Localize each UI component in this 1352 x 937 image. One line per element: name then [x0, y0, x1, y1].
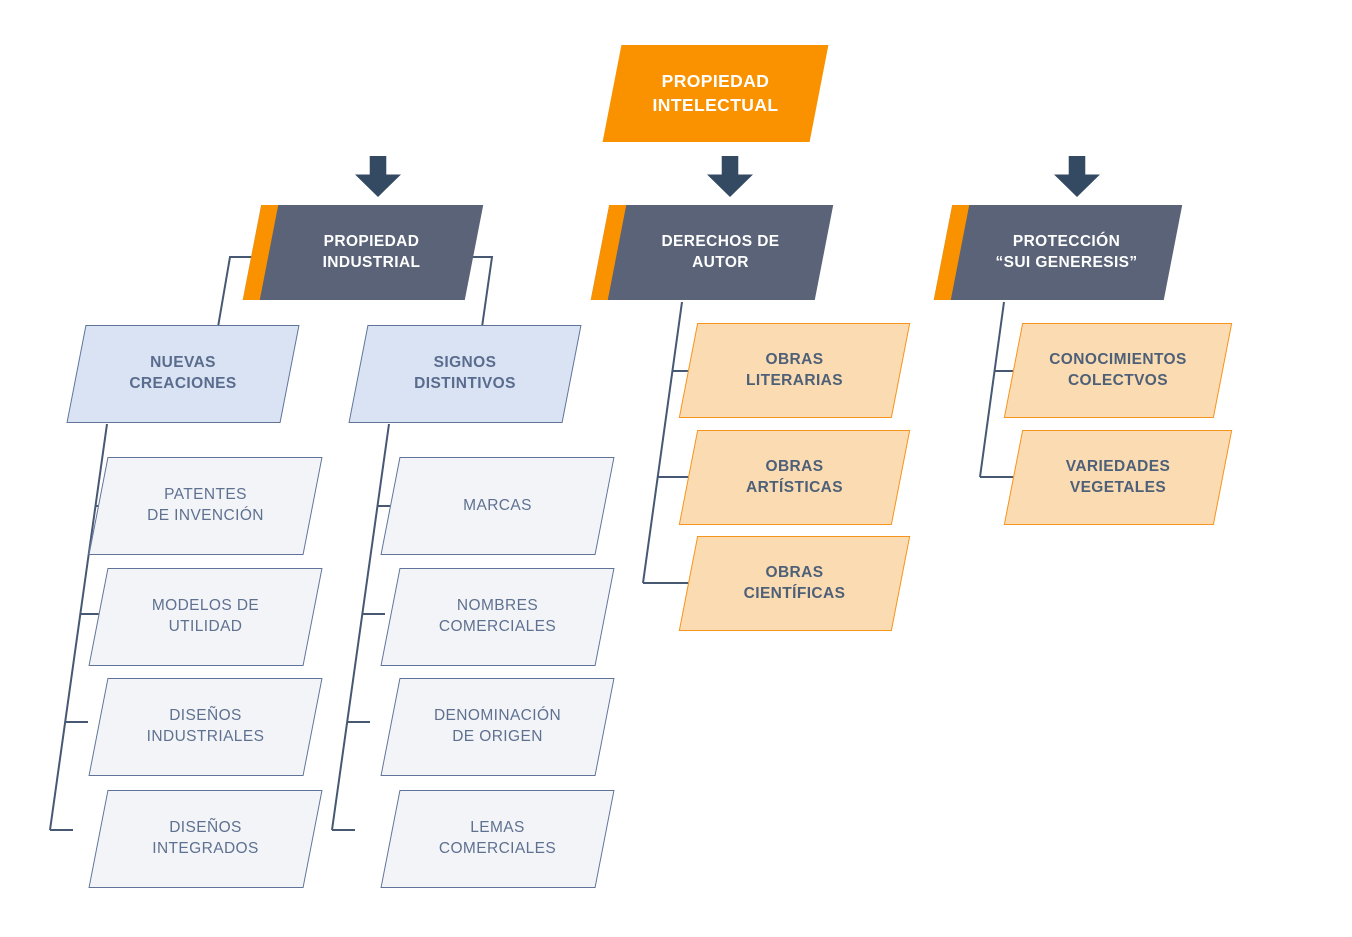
node-label: PROPIEDAD INDUSTRIAL [322, 232, 421, 271]
node-marcas: MARCAS [390, 457, 605, 555]
node-label: DISEÑOS INTEGRADOS [152, 819, 259, 857]
node-disenos-integrados: DISEÑOS INTEGRADOS [98, 790, 313, 888]
node-variedades-vegetales: VARIEDADES VEGETALES [1013, 430, 1223, 525]
node-proteccion-sui-generesis: PROTECCIÓN “SUI GENERESIS” [933, 205, 1173, 300]
node-label: OBRAS LITERARIAS [746, 350, 843, 389]
node-label: NUEVAS CREACIONES [129, 354, 237, 392]
node-disenos-industriales: DISEÑOS INDUSTRIALES [98, 678, 313, 776]
node-label: DERECHOS DE AUTOR [661, 232, 780, 271]
node-label: PROPIEDAD INTELECTUAL [652, 70, 779, 115]
node-propiedad-industrial: PROPIEDAD INDUSTRIAL [242, 205, 474, 300]
node-nuevas-creaciones: NUEVAS CREACIONES [76, 325, 290, 423]
node-obras-literarias: OBRAS LITERARIAS [688, 323, 901, 418]
node-label: VARIEDADES VEGETALES [1065, 457, 1171, 496]
node-signos-distintivos: SIGNOS DISTINTIVOS [358, 325, 572, 423]
node-label: CONOCIMIENTOS COLECTVOS [1049, 350, 1187, 389]
node-obras-cientificas: OBRAS CIENTÍFICAS [688, 536, 901, 631]
node-conocimientos-colectvos: CONOCIMIENTOS COLECTVOS [1013, 323, 1223, 418]
node-label: MARCAS [463, 496, 532, 514]
node-label: DENOMINACIÓN DE ORIGEN [433, 707, 562, 745]
node-derechos-de-autor: DERECHOS DE AUTOR [590, 205, 824, 300]
node-label: MODELOS DE UTILIDAD [151, 597, 260, 635]
node-label: NOMBRES COMERCIALES [438, 597, 557, 635]
node-obras-artisticas: OBRAS ARTÍSTICAS [688, 430, 901, 525]
node-modelos-de-utilidad: MODELOS DE UTILIDAD [98, 568, 313, 666]
node-denominacion-de-origen: DENOMINACIÓN DE ORIGEN [390, 678, 605, 776]
node-label: OBRAS CIENTÍFICAS [743, 563, 846, 602]
node-label: LEMAS COMERCIALES [438, 819, 557, 857]
node-nombres-comerciales: NOMBRES COMERCIALES [390, 568, 605, 666]
node-label: OBRAS ARTÍSTICAS [746, 457, 843, 496]
node-label: DISEÑOS INDUSTRIALES [146, 707, 265, 745]
node-label: SIGNOS DISTINTIVOS [414, 354, 516, 392]
node-lemas-comerciales: LEMAS COMERCIALES [390, 790, 605, 888]
node-propiedad-intelectual: PROPIEDAD INTELECTUAL [612, 45, 819, 142]
node-patentes-de-invencion: PATENTES DE INVENCIÓN [98, 457, 313, 555]
node-label: PROTECCIÓN “SUI GENERESIS” [995, 232, 1138, 271]
node-label: PATENTES DE INVENCIÓN [147, 486, 264, 524]
